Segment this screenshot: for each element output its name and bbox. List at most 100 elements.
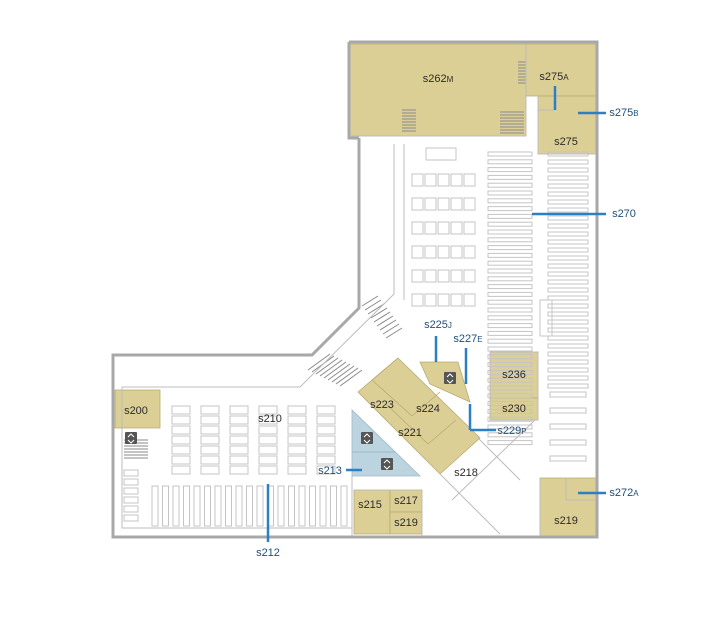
study-carrel (411, 293, 424, 307)
book-shelf (123, 496, 139, 504)
book-shelf (547, 375, 589, 381)
study-carrel (287, 425, 307, 435)
study-carrel (200, 465, 220, 475)
book-shelf (549, 455, 587, 462)
study-carrel (229, 415, 249, 425)
study-carrel (316, 445, 336, 455)
study-carrel (424, 293, 437, 307)
book-shelf (547, 239, 589, 245)
stair-step (385, 327, 403, 339)
book-shelf (487, 416, 533, 422)
room-partition (411, 391, 441, 417)
study-carrel (411, 173, 424, 187)
study-carrel (200, 405, 220, 415)
study-carrel (424, 245, 437, 259)
study-carrel (171, 465, 191, 475)
study-carrel (258, 435, 278, 445)
study-carrel (424, 173, 437, 187)
room-label-s275a: s275A (539, 71, 569, 83)
book-shelf (547, 343, 589, 349)
book-shelf (549, 423, 587, 430)
callout-label-s275b: s275B (609, 107, 638, 119)
room-label-s262m: s262M (423, 73, 454, 85)
book-shelf (204, 485, 211, 527)
book-shelf (277, 485, 285, 527)
book-shelf (162, 485, 169, 527)
book-shelf (547, 287, 589, 293)
book-shelf (547, 207, 589, 213)
book-shelf (487, 393, 533, 399)
book-shelf (330, 485, 337, 527)
interior-wall (451, 419, 536, 501)
room-fill-s262m (349, 43, 527, 137)
study-carrel (411, 221, 424, 235)
study-carrel (229, 455, 249, 465)
book-shelf (340, 485, 348, 527)
book-shelf (123, 505, 139, 513)
icons (125, 372, 456, 470)
furniture (123, 61, 589, 527)
study-carrel (258, 405, 278, 415)
book-shelf (487, 221, 533, 227)
stair-step (379, 319, 397, 331)
interior-wall (122, 144, 395, 388)
room-label-s217: s217 (394, 495, 418, 507)
book-shelf (487, 291, 533, 297)
book-shelf (487, 401, 533, 407)
book-shelf (547, 183, 589, 189)
study-carrel (450, 221, 463, 235)
book-shelf (549, 407, 587, 414)
book-shelf (547, 223, 589, 229)
study-carrel (424, 269, 437, 283)
study-carrel (200, 455, 220, 465)
study-carrel (424, 221, 437, 235)
book-shelf (547, 311, 589, 317)
book-shelf (487, 276, 533, 282)
study-carrel (258, 425, 278, 435)
book-shelf (547, 367, 589, 373)
book-shelf (547, 295, 589, 301)
book-shelf (547, 335, 589, 341)
book-shelf (487, 245, 533, 251)
study-carrel (316, 415, 336, 425)
book-shelf (487, 424, 533, 430)
room-label-s210: s210 (258, 413, 282, 425)
book-shelf (487, 167, 533, 173)
book-shelf (547, 231, 589, 237)
book-shelf (487, 182, 533, 188)
room-label-s230: s230 (502, 403, 526, 415)
callout-label-s212: s212 (256, 547, 280, 559)
book-shelf (487, 362, 533, 368)
study-carrel (287, 465, 307, 475)
study-carrel (316, 455, 336, 465)
book-shelf (547, 167, 589, 173)
book-shelf (225, 485, 232, 527)
study-carrel (258, 415, 278, 425)
study-carrel (229, 435, 249, 445)
book-shelf (487, 260, 533, 266)
stair-step (361, 295, 379, 307)
interior-wall (121, 387, 352, 529)
book-shelf (487, 198, 533, 204)
interior-wall (489, 351, 539, 421)
callout-lines (266, 86, 606, 542)
study-carrel (200, 415, 220, 425)
book-shelf (547, 383, 589, 389)
study-carrel (450, 173, 463, 187)
book-shelf (487, 284, 533, 290)
book-shelf (547, 247, 589, 253)
book-shelf (547, 359, 589, 365)
book-shelf (319, 485, 327, 527)
book-shelf (547, 159, 589, 165)
callout-label-s272a: s272A (609, 487, 639, 499)
stair-step (364, 299, 382, 311)
interior-wall (565, 478, 596, 501)
study-carrel (411, 197, 424, 211)
stair-step (315, 357, 339, 375)
reading-table (425, 147, 457, 161)
book-shelf (487, 377, 533, 383)
book-shelf (549, 391, 587, 398)
study-carrel (463, 173, 476, 187)
exterior-wall (111, 40, 599, 539)
